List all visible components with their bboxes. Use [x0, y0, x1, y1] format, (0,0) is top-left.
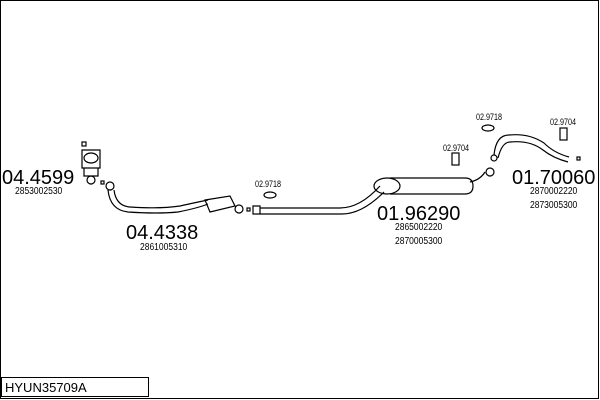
part-ref: 2870005300	[395, 236, 443, 247]
small-part-code: 02.9704	[443, 143, 470, 153]
small-part-code: 02.9704	[550, 117, 577, 127]
muffler-icon	[373, 154, 498, 195]
part-ref: 2865002220	[395, 222, 443, 233]
part-ref: 2873005300	[530, 200, 578, 211]
catalytic-converter-icon	[81, 141, 105, 185]
part-code: 01.96290	[377, 203, 461, 225]
hanger-icons	[263, 124, 568, 199]
part-ref: 2861005310	[140, 242, 188, 253]
diagram-title: HYUN35709A	[1, 377, 149, 397]
front-pipe-icon	[105, 181, 261, 215]
part-code: 01.70060	[512, 167, 596, 189]
middle-pipe-icon	[260, 185, 385, 215]
part-ref: 2853002530	[15, 186, 63, 197]
small-part-code: 02.9718	[476, 112, 503, 122]
tail-pipe-icon	[493, 134, 581, 163]
small-part-code: 02.9718	[255, 179, 282, 189]
part-code: 04.4338	[126, 222, 199, 244]
part-code: 04.4599	[2, 167, 75, 189]
part-ref: 2870002220	[530, 186, 578, 197]
